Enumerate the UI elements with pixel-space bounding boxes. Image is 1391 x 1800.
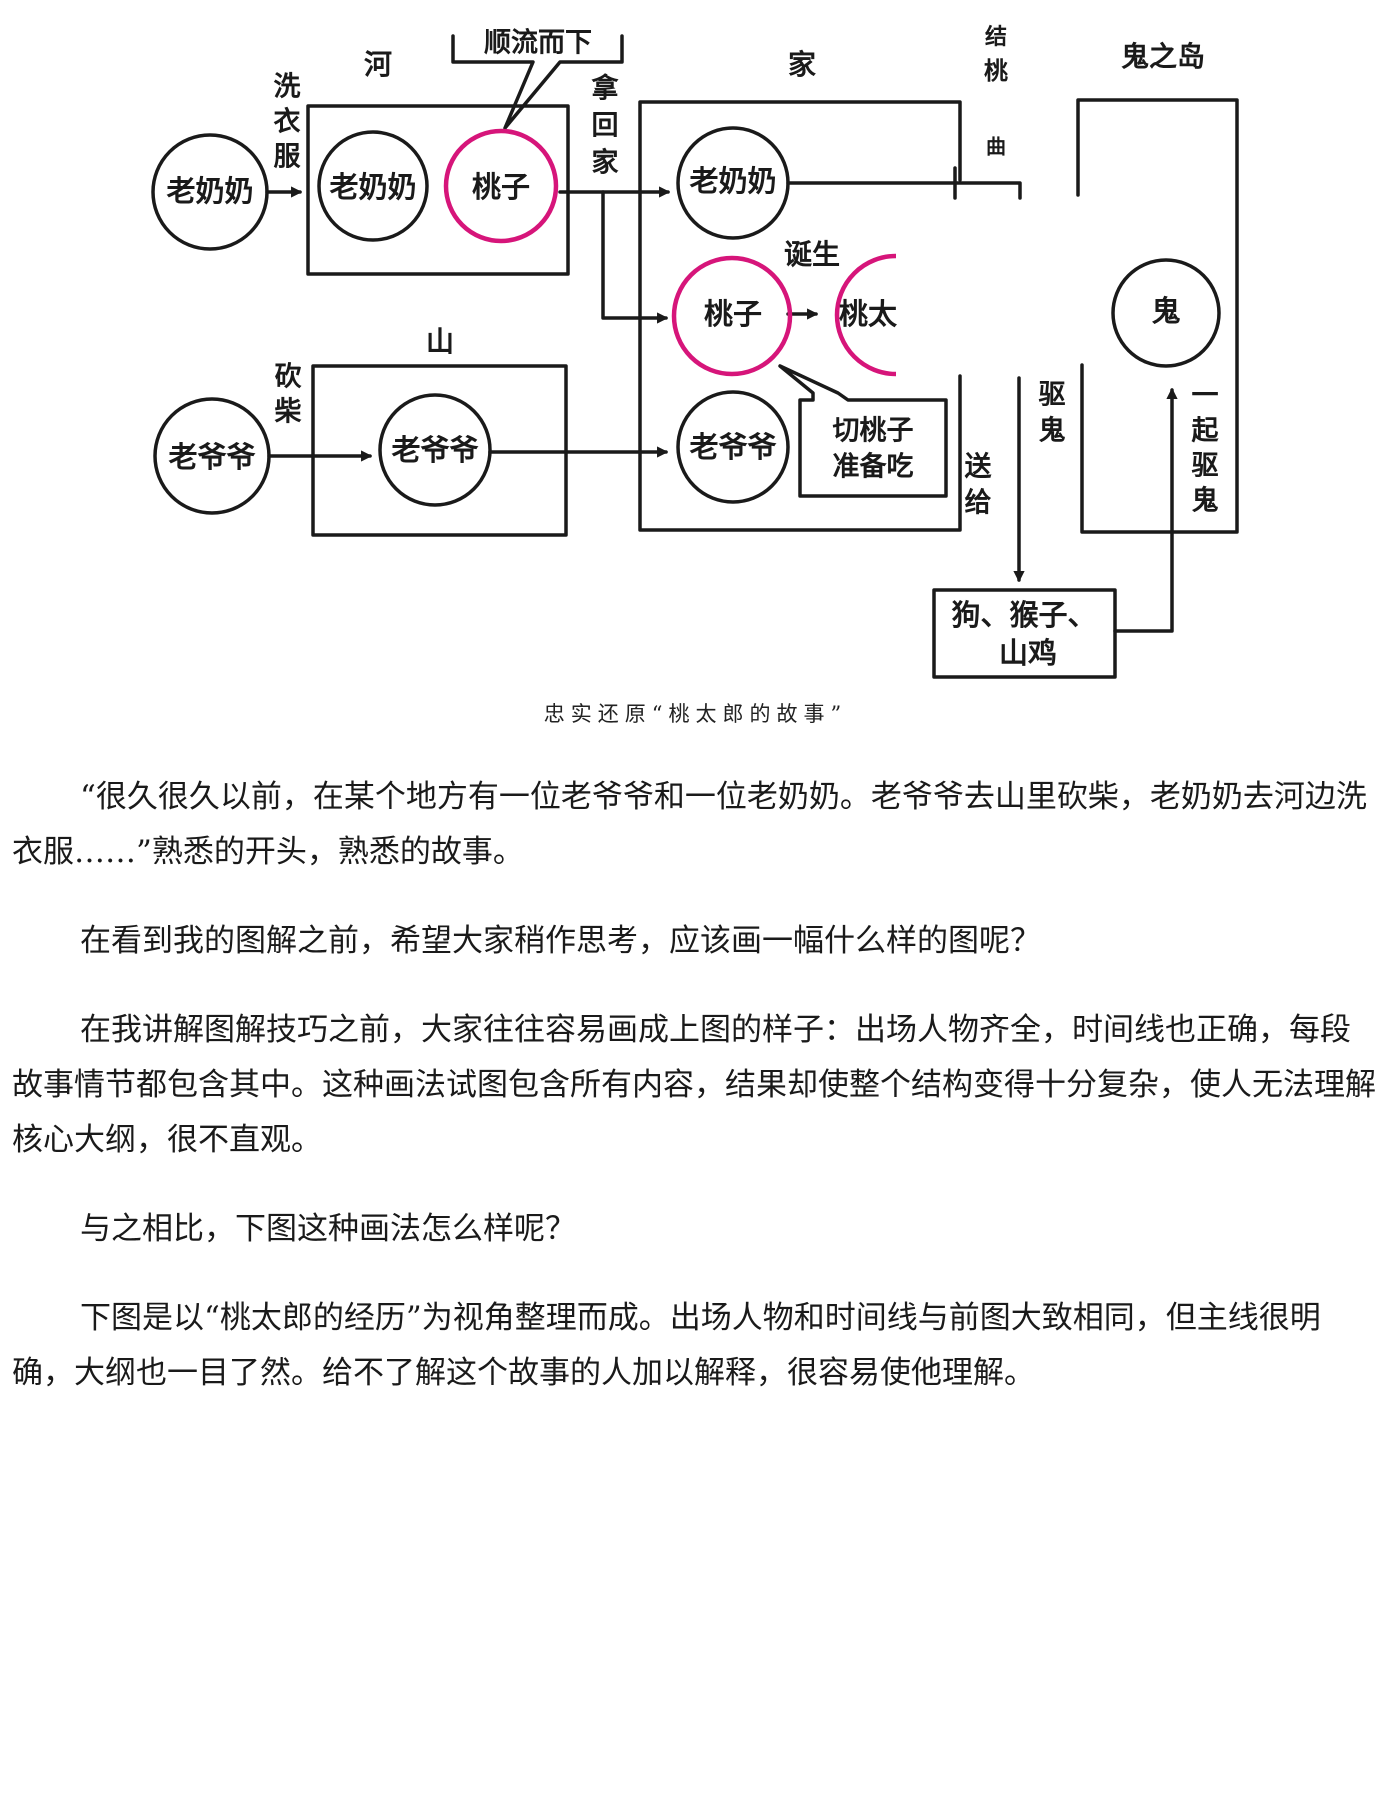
take-home-char-2: 回 (592, 111, 619, 142)
home-region-box (638, 100, 962, 532)
downstream-callout (451, 34, 624, 130)
peach-river-label: 桃子 (472, 170, 530, 204)
grandpa-start-label: 老爷爷 (168, 440, 255, 474)
expel-oni-char-2: 鬼 (1039, 415, 1066, 447)
take-home-char-3: 家 (592, 147, 619, 179)
partial-top-char-2: 桃 (984, 57, 1008, 85)
cut-peach-line-1: 切桃子 (833, 416, 914, 447)
river-region-label: 河 (364, 48, 392, 81)
together-char-1: 一 (1192, 381, 1219, 412)
peach-river-circle (443, 128, 559, 244)
together-char-4: 鬼 (1192, 485, 1219, 517)
oni-island-region-box (1076, 98, 1239, 534)
wash-clothes-char-1: 洗 (274, 72, 301, 103)
momotaro-story-diagram: 老奶奶 老奶奶 桃子 老奶奶 桃子 桃太 老爷爷 老爷爷 老爷爷 鬼 狗、猴子、… (151, 24, 1239, 679)
companions-line-1: 狗、猴子、 (951, 598, 1096, 632)
grandma-home-label: 老奶奶 (689, 164, 776, 198)
companions-line-2: 山鸡 (999, 636, 1057, 670)
peach-home-circle (671, 255, 793, 377)
cut-peach-callout (778, 364, 948, 498)
born-label: 诞生 (784, 238, 840, 271)
together-char-2: 起 (1192, 416, 1220, 447)
give-char-1: 送 (965, 452, 992, 483)
grandpa-home-circle (676, 390, 790, 504)
expel-oni-char-1: 驱 (1039, 380, 1066, 411)
cut-peach-line-2: 准备吃 (833, 452, 914, 483)
give-char-2: 给 (965, 488, 992, 519)
paragraph: 下图是以“桃太郎的经历”为视角整理而成。出场人物和时间线与前图大致相同，但主线很… (12, 1300, 1321, 1391)
grandpa-mountain-label: 老爷爷 (391, 433, 478, 467)
oni-island-region-label: 鬼之岛 (1121, 40, 1205, 73)
figure-caption: 忠实还原“桃太郎的故事” (543, 702, 848, 726)
article-body: “很久很久以前，在某个地方有一位老爷爷和一位老奶奶。老爷爷去山里砍柴，老奶奶去河… (12, 770, 1380, 1435)
grandma-river-circle (317, 130, 429, 242)
wash-clothes-char-2: 衣 (274, 106, 301, 138)
grandpa-home-label: 老爷爷 (689, 430, 776, 464)
oni-label: 鬼 (1151, 294, 1180, 328)
oni-circle (1111, 258, 1221, 368)
paragraph: 在我讲解图解技巧之前，大家往往容易画成上图的样子：出场人物齐全，时间线也正确，每… (12, 1012, 1376, 1158)
downstream-text: 顺流而下 (484, 28, 592, 59)
wash-clothes-char-3: 服 (274, 142, 302, 173)
together-char-3: 驱 (1192, 451, 1219, 482)
river-region-box (306, 104, 570, 276)
mountain-region-label: 山 (426, 325, 454, 358)
peach-home-label: 桃子 (704, 297, 762, 331)
paragraph: “很久很久以前，在某个地方有一位老爷爷和一位老奶奶。老爷爷去山里砍柴，老奶奶去河… (12, 779, 1367, 870)
grandma-start-label: 老奶奶 (166, 174, 253, 208)
take-home-char-1: 拿 (592, 73, 620, 105)
chop-wood-char-1: 砍 (275, 362, 302, 393)
momotaro-circle (834, 253, 897, 377)
paragraph: 与之相比，下图这种画法怎么样呢？ (80, 1211, 576, 1247)
partial-top-char-3: 曲 (986, 135, 1006, 159)
companions-box (932, 588, 1117, 679)
partial-top-char-1: 结 (985, 24, 1007, 50)
grandpa-mountain-circle (378, 393, 492, 507)
chop-wood-char-2: 柴 (275, 397, 303, 428)
paragraph: 在看到我的图解之前，希望大家稍作思考，应该画一幅什么样的图呢？ (80, 923, 1041, 959)
home-region-label: 家 (788, 48, 816, 81)
momotaro-label: 桃太 (839, 297, 898, 331)
grandma-river-label: 老奶奶 (329, 170, 416, 204)
